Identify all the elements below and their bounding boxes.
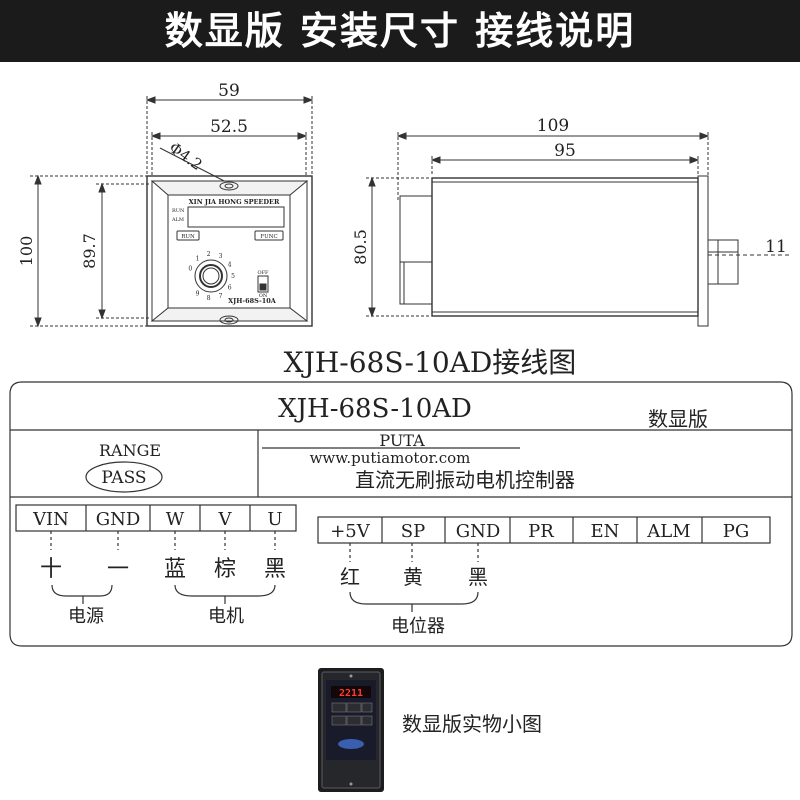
website-url: www.putiamotor.com bbox=[310, 449, 471, 467]
dim-shaft: 11 bbox=[765, 237, 787, 257]
left-terminals: VIN GND W V U bbox=[32, 509, 283, 530]
dial-number: 1 bbox=[196, 256, 200, 263]
wiring-model: XJH-68S-10AD bbox=[278, 394, 472, 424]
dim-inner-height: 89.7 bbox=[80, 233, 99, 269]
dial-number: 3 bbox=[219, 253, 223, 260]
terminal-v: V bbox=[218, 509, 233, 530]
terminal-pg: PG bbox=[723, 521, 750, 542]
power-group-label: 电源 bbox=[68, 606, 104, 627]
photo-display-value: 2211 bbox=[339, 688, 363, 699]
left-wire-labels: 十一蓝棕黑 bbox=[40, 557, 286, 582]
drawing-canvas: 59 52.5 Φ4.2 100 89.7 XIN JIA HONG SPEED… bbox=[9, 81, 793, 792]
wire-label: 黑 bbox=[264, 557, 286, 582]
dim-inner-width: 52.5 bbox=[210, 117, 248, 137]
terminal-gnd: GND bbox=[96, 509, 141, 530]
dial-number: 8 bbox=[207, 295, 211, 302]
product-photo bbox=[318, 668, 384, 792]
pass-label: PASS bbox=[101, 468, 146, 488]
front-view bbox=[30, 96, 314, 328]
wire-label: 蓝 bbox=[164, 557, 186, 582]
wiring-title: XJH-68S-10AD接线图 bbox=[284, 346, 577, 379]
wire-label: 黑 bbox=[468, 565, 488, 589]
dim-outer-height: 100 bbox=[17, 236, 36, 267]
side-view bbox=[366, 132, 790, 327]
wire-label: 一 bbox=[107, 557, 129, 582]
wire-label: 红 bbox=[340, 565, 360, 589]
title-banner bbox=[0, 0, 800, 62]
dial-number: 9 bbox=[196, 290, 200, 297]
dial-numbers: 012 34 5 67 89 bbox=[188, 251, 235, 302]
right-terminals: +5V SP GND PR EN ALM PG bbox=[330, 521, 749, 542]
brand-name: PUTA bbox=[379, 431, 425, 450]
banner-title: 数显版 安装尺寸 接线说明 bbox=[164, 9, 636, 53]
terminal-alm: ALM bbox=[646, 521, 690, 542]
motor-group-label: 电机 bbox=[208, 606, 244, 627]
terminal-vin: VIN bbox=[32, 509, 69, 530]
terminal-plus5v: +5V bbox=[330, 521, 371, 542]
dial-number: 0 bbox=[188, 266, 192, 273]
right-terminal-block bbox=[317, 516, 771, 612]
dim-body-length: 95 bbox=[554, 141, 576, 161]
terminal-pr: PR bbox=[528, 521, 554, 542]
panel-func-button: FUNC bbox=[260, 234, 277, 240]
panel-on-label: ON bbox=[259, 293, 268, 299]
range-label: RANGE bbox=[99, 441, 161, 460]
terminal-en: EN bbox=[591, 521, 620, 542]
dial-number: 6 bbox=[228, 285, 232, 292]
wire-label: 棕 bbox=[214, 557, 236, 582]
wiring-frame bbox=[9, 381, 793, 647]
right-wire-labels: 红黄黑 bbox=[340, 565, 488, 589]
panel-run-indicator: RUN bbox=[172, 208, 185, 214]
terminal-w: W bbox=[166, 509, 185, 530]
dim-outer-width: 59 bbox=[218, 81, 240, 101]
panel-off-label: OFF bbox=[257, 270, 269, 276]
dim-height: 80.5 bbox=[351, 229, 370, 265]
pot-group-label: 电位器 bbox=[391, 616, 445, 637]
panel-run-button: RUN bbox=[181, 234, 195, 240]
dim-total-length: 109 bbox=[537, 116, 569, 136]
version-label: 数显版 bbox=[648, 407, 708, 431]
product-name: 直流无刷振动电机控制器 bbox=[355, 468, 575, 492]
terminal-u: U bbox=[267, 509, 282, 530]
dial-number: 5 bbox=[231, 273, 235, 280]
panel-alm-indicator: ALM bbox=[171, 217, 184, 223]
dial-number: 7 bbox=[219, 293, 223, 300]
wire-label: 黄 bbox=[403, 565, 423, 589]
dial-number: 2 bbox=[207, 251, 211, 258]
photo-caption: 数显版实物小图 bbox=[402, 712, 542, 736]
panel-model: XJH-68S-10A bbox=[228, 297, 277, 305]
panel-brand: XIN JIA HONG SPEEDER bbox=[189, 198, 280, 206]
terminal-sp: SP bbox=[401, 521, 425, 542]
dial-number: 4 bbox=[228, 261, 232, 268]
left-terminal-block bbox=[15, 504, 297, 604]
terminal-gnd: GND bbox=[456, 521, 501, 542]
wire-label: 十 bbox=[40, 557, 62, 582]
